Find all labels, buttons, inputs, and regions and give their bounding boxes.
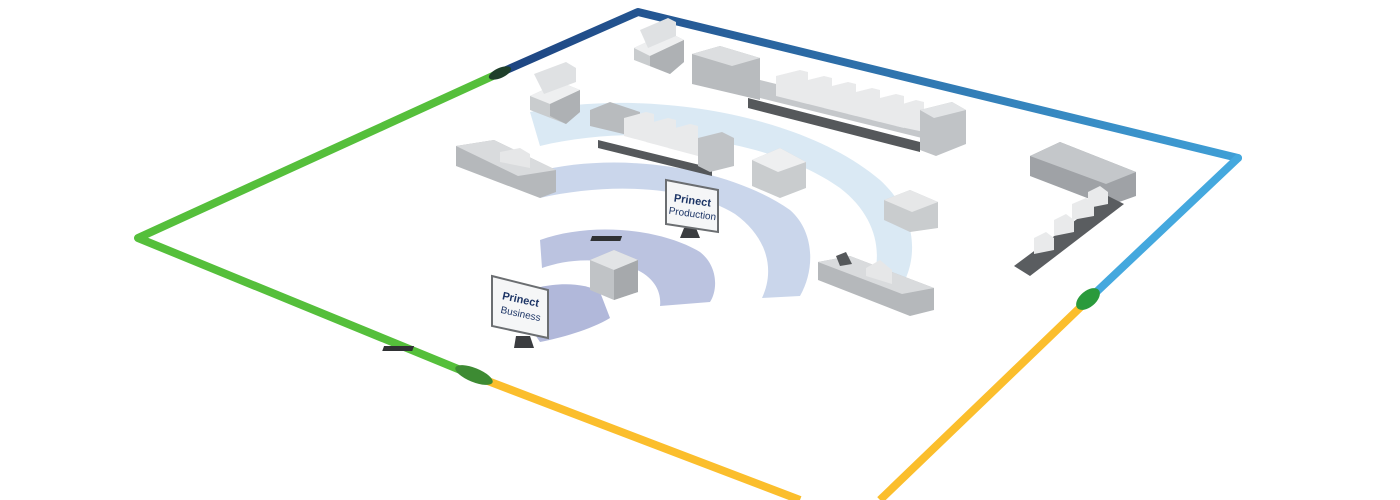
machines bbox=[456, 18, 1136, 316]
server-unit bbox=[590, 250, 638, 300]
frame-joint-blue-yellow bbox=[1076, 288, 1100, 310]
small-finishing-unit bbox=[752, 148, 806, 198]
folding-machine bbox=[456, 140, 556, 198]
frame-edge-blue bbox=[1086, 154, 1242, 302]
frame-edge-navy bbox=[491, 8, 1242, 162]
l-shaped-production-line bbox=[1014, 142, 1136, 276]
monitor-production-title: Prinect bbox=[673, 192, 712, 209]
monitor-prinect-business[interactable]: Prinect Business bbox=[382, 274, 549, 351]
prepress-unit-front bbox=[530, 62, 580, 124]
stacker-unit bbox=[884, 190, 938, 232]
frame-joint-green-yellow bbox=[455, 365, 493, 385]
frame-edge-green bbox=[134, 71, 499, 382]
medium-printing-press bbox=[590, 102, 734, 176]
frame-edge-yellow bbox=[478, 295, 1093, 500]
monitor-prinect-production[interactable]: Prinect Production bbox=[590, 178, 719, 241]
large-printing-press bbox=[692, 46, 966, 156]
signal-wave-3 bbox=[535, 162, 811, 298]
signal-wave-2 bbox=[540, 229, 716, 306]
frame-joint-green-navy bbox=[488, 66, 512, 80]
signal-wave-4 bbox=[530, 102, 913, 283]
prepress-unit-back bbox=[634, 18, 684, 74]
binding-line bbox=[818, 252, 934, 316]
